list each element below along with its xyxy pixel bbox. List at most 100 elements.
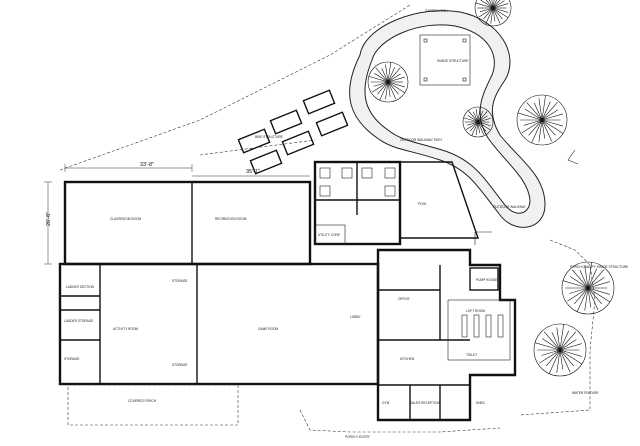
tree-branch — [523, 119, 543, 126]
pool-deck — [399, 161, 479, 239]
dimension-depth: 26'-8" — [44, 181, 52, 265]
tree-branch — [541, 113, 564, 121]
tree-branch — [387, 73, 401, 83]
tree-branch — [531, 119, 543, 143]
lobby-label: LOBBY — [350, 315, 362, 319]
tree-branch — [541, 119, 545, 139]
tree-branch — [387, 81, 391, 97]
tree-branch — [541, 95, 546, 121]
tree-branch — [485, 0, 494, 9]
tree-left — [367, 61, 409, 103]
tree-branch — [385, 81, 389, 100]
tree-branch — [587, 281, 610, 289]
tree-branch — [387, 81, 405, 88]
tree-branch — [541, 349, 561, 356]
tree-branch — [381, 68, 389, 83]
storage-label-1: STORAGE — [64, 357, 80, 361]
tree-branch — [475, 2, 494, 9]
tree-branch — [542, 338, 561, 351]
ladder-storage-label: LADDER STORAGE — [64, 319, 93, 323]
garden-label: GARDEN PATH — [425, 9, 448, 13]
tree-branch — [587, 269, 605, 289]
feature-label: WATER FEATURE — [572, 391, 599, 395]
tree-branch — [387, 81, 397, 100]
room-d: GAME ROOM — [258, 327, 279, 331]
tree-branch — [387, 81, 399, 95]
front-porch-label: PORCH / ENTRY — [345, 435, 371, 439]
tree-branch — [559, 349, 571, 373]
tree-branch — [541, 102, 558, 121]
storage-label-2: STORAGE — [172, 279, 188, 283]
picnic-tables — [237, 89, 349, 175]
tree-branch — [573, 287, 589, 305]
tree-branch — [559, 349, 564, 370]
tree-branch — [373, 81, 389, 87]
tree-branch — [479, 7, 494, 13]
tree-branch — [469, 121, 479, 132]
north-marker — [567, 149, 579, 165]
tree-branch — [368, 76, 389, 83]
tree-branch — [490, 7, 494, 24]
tree-branch — [492, 7, 501, 24]
tree-branch — [517, 112, 543, 121]
tree-branch — [385, 64, 389, 83]
tree-branch — [587, 277, 605, 289]
tree-branch — [467, 115, 479, 123]
svg-text:33'-8": 33'-8" — [140, 162, 154, 168]
tree-branch — [545, 349, 561, 367]
tree-branch — [539, 349, 561, 364]
tree-branch — [571, 269, 589, 289]
tree-branch — [556, 349, 561, 373]
dimension-mid: 35'-1" — [192, 169, 310, 177]
lower-wing — [58, 262, 380, 386]
property-line — [59, 4, 411, 171]
tree-branch — [584, 287, 589, 311]
tree-branch — [559, 331, 577, 351]
tree-branch — [477, 121, 487, 132]
tree-branch — [491, 0, 494, 9]
tree-branch — [587, 287, 592, 308]
tree-branch — [477, 111, 488, 123]
tree-branch — [477, 121, 491, 126]
tree-small — [462, 106, 494, 138]
utility-label: UTILITY CORE — [318, 233, 340, 237]
trees — [367, 0, 615, 377]
canopy-label: PORCH CANOPY SHADE STRUCTURE — [570, 265, 628, 269]
tree-branch — [587, 287, 599, 311]
tree-branch — [387, 81, 405, 94]
tree-branch — [492, 0, 497, 9]
tree-branch — [579, 270, 589, 289]
tree-right — [516, 94, 568, 146]
tree-branch — [492, 7, 503, 20]
tree-bottom-right-1 — [561, 261, 615, 315]
gym-label: GYM — [382, 401, 390, 405]
tree-branch — [522, 119, 543, 133]
bike-label: BIKE STRUCTURE — [255, 135, 283, 139]
tree-branch — [556, 327, 561, 351]
room-b: RECREATION ROOM — [215, 217, 247, 221]
garden-path-inner — [364, 24, 531, 214]
tree-branch — [538, 119, 543, 142]
tree-branch — [587, 287, 610, 295]
tree-branch — [534, 342, 561, 351]
tree-branch — [524, 108, 543, 121]
tree-branch — [471, 121, 479, 136]
tree-branch — [475, 121, 479, 136]
svg-text:26'-8": 26'-8" — [46, 212, 52, 226]
tree-branch — [372, 81, 389, 93]
tree-branch — [483, 7, 494, 20]
tree-branch — [587, 262, 592, 289]
tree-branch — [492, 0, 495, 9]
tree-branch — [543, 331, 561, 351]
tree-branch — [587, 268, 598, 289]
tree-branch — [467, 121, 479, 126]
tree-branch — [559, 349, 582, 357]
tree-branch — [541, 109, 558, 121]
tree-branch — [480, 0, 494, 9]
shade-structure — [419, 34, 471, 86]
tree-branch — [485, 7, 494, 25]
ladder-label: LADDER SECTION — [66, 285, 95, 289]
building-west-wing — [63, 180, 312, 266]
tree-branch — [492, 3, 509, 9]
